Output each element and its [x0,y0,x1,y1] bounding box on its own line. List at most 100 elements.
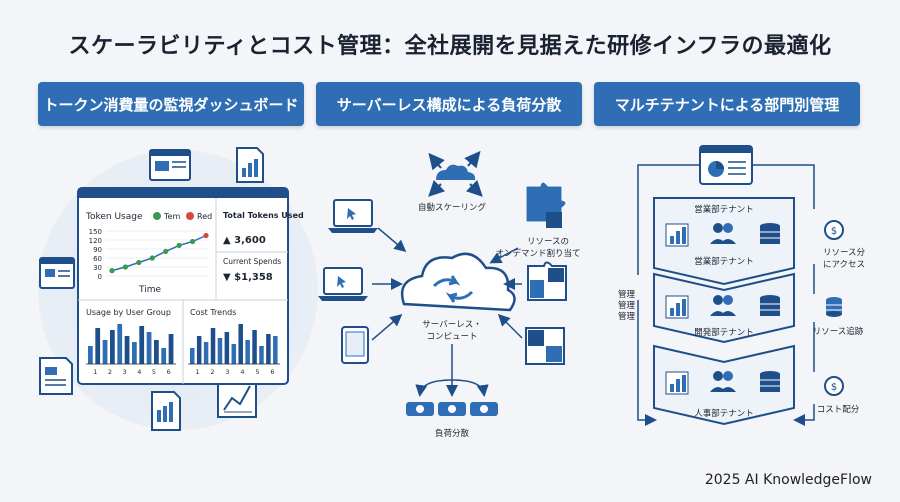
bar [252,330,257,364]
legend-dot-tem [153,212,161,220]
dashboard-window [77,187,289,385]
cost-trends-bars [188,324,280,365]
bar [210,328,216,364]
y-tick-label: 120 [89,237,102,245]
coin-icon: $ [824,376,844,396]
access-label-line1: リソース分 [823,248,866,258]
footer-credit: 2025 AI KnowledgeFlow [704,472,872,488]
cost-trends-x-axis: 1 2 3 4 5 6 [195,368,274,376]
coin-stack-icon [826,297,842,317]
x-tick-label: 2 [108,368,112,376]
y-tick-label: 60 [93,255,102,263]
server-engine-icon [406,402,498,416]
tenant-dev: 開発部テナント [653,272,795,344]
token-usage-x-label: Time [138,285,161,295]
autoscaling-icon [428,150,483,197]
floating-report-icon [39,357,73,395]
current-spends-value: ▼ $1,358 [223,272,273,283]
puzzle-icon [525,327,565,365]
token-usage-point [189,238,196,245]
x-tick-label: 6 [270,368,274,376]
usage-by-group-title: Usage by User Group [86,308,171,317]
serverless-illustration: 自動スケーリング サーバーレス・ コンピュート リソースの オンデマンド割り当て [318,150,581,439]
y-tick-label: 150 [89,228,102,236]
cost-trends-title: Cost Trends [190,308,236,317]
tablet-icon [341,326,369,364]
bar [95,328,101,364]
serverless-cloud-icon [400,252,516,312]
bar [245,340,250,364]
token-usage-point [163,248,169,254]
current-spends-label: Current Spends [223,257,281,266]
tenant-hr: 人事部テナント [653,344,795,426]
compute-label-line1: サーバーレス・ [422,320,481,330]
token-usage-title: Token Usage [85,212,143,222]
cost-allocation-label: コスト配分 [817,405,860,415]
y-tick-label: 30 [93,264,102,272]
floating-window-icon [39,257,75,289]
bar [190,348,195,364]
tenant-sales: 営業部テナント 営業部テナント [653,197,795,286]
bar [238,324,243,364]
laptop-icon [328,199,378,233]
floating-bar-doc-icon [236,147,264,183]
resource-label-line2: オンデマンド割り当て [495,248,580,259]
bar [139,326,145,364]
x-tick-label: 4 [137,368,141,376]
bar [102,340,108,364]
mgmt-label: 管理 [618,311,636,322]
bar [88,346,93,364]
mgmt-label: 管理 [618,289,636,300]
usage-by-group-bars [86,324,176,365]
bar [132,342,137,364]
x-tick-label: 1 [93,368,97,376]
bar [154,340,159,364]
x-tick-label: 4 [240,368,244,376]
svg-text:$: $ [831,226,837,237]
legend-dot-red [186,212,194,220]
page-title: スケーラビリティとコスト管理：全社展開を見据えた研修インフラの最適化 [68,34,832,59]
x-tick-label: 3 [225,368,229,376]
x-tick-label: 6 [167,368,171,376]
admin-dashboard-icon [699,145,753,185]
bar [196,336,202,364]
column-header-serverless: サーバーレス構成による負荷分散 [316,82,582,126]
compute-label-line2: コンピュート [426,332,477,342]
tenant-sales-label: 営業部テナント [694,256,754,267]
token-usage-point [136,259,142,266]
bar [110,330,115,364]
mgmt-labels: 管理 管理 管理 [618,289,636,322]
bar [124,336,130,364]
mgmt-label: 管理 [618,300,636,311]
autoscaling-label: 自動スケーリング [418,202,487,213]
laptop-icon [318,267,368,301]
x-tick-label: 1 [195,368,199,376]
tenant-sales-header: 営業部テナント [694,204,754,215]
svg-text:$: $ [831,382,837,393]
x-tick-label: 5 [255,368,259,376]
y-tick-label: 90 [93,246,102,254]
puzzle-icon [527,261,567,301]
floating-browser-icon [149,149,191,181]
token-usage-point [203,232,209,239]
x-tick-label: 3 [123,368,127,376]
usage-by-group-x-axis: 1 2 3 4 5 6 [93,368,170,376]
bar [217,338,223,364]
coin-icon: $ [824,220,844,240]
load-balancing-label: 負荷分散 [435,428,470,439]
resource-label-line1: リソースの [527,237,569,247]
token-usage-point [149,255,155,261]
bar [203,342,209,364]
token-usage-line [109,232,209,274]
column-header-dashboard: トークン消費量の監視ダッシュボード [38,82,304,126]
y-tick-label: 0 [98,273,102,281]
bar [231,344,237,364]
multitenant-illustration: 管理 管理 管理 営業部テナント 営業部テナント 開発部テナント [618,145,866,426]
access-label-line2: にアクセス [823,260,865,270]
bar [259,346,264,364]
token-usage-point [122,264,129,270]
x-tick-label: 5 [152,368,156,376]
x-tick-label: 2 [210,368,214,376]
bar [273,336,278,364]
